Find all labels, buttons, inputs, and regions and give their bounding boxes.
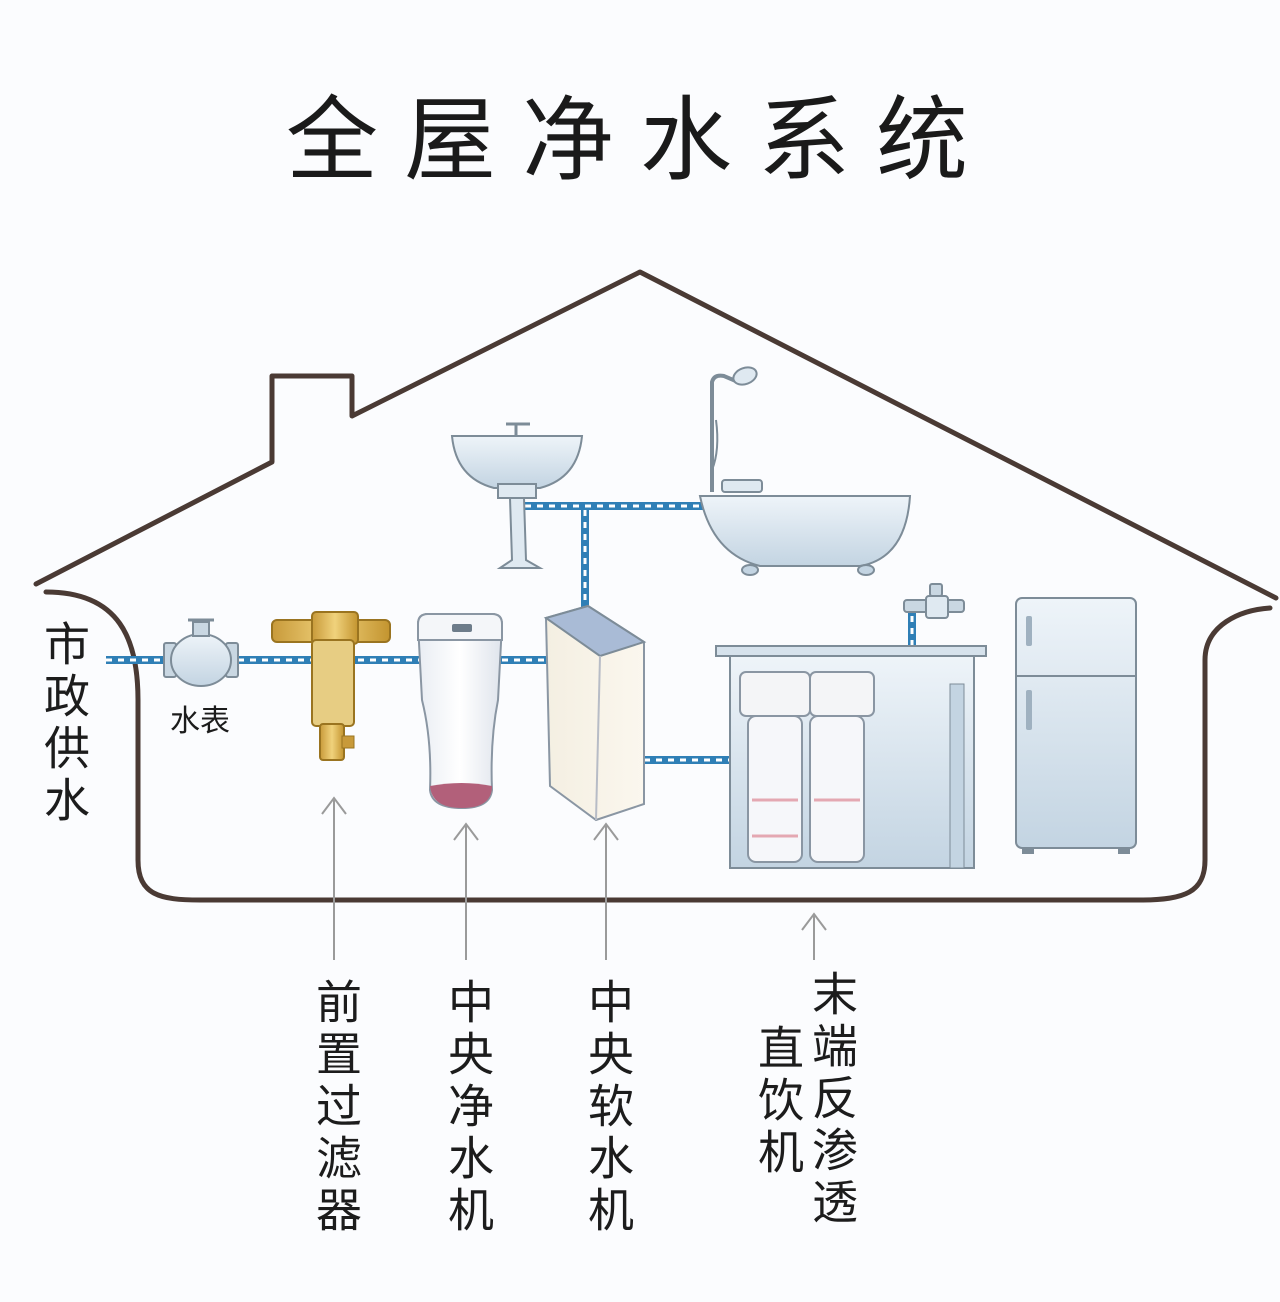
faucet-icon [903, 583, 965, 619]
label-ro-end: 末端反渗透 [805, 970, 859, 1230]
label-pre-filter: 前置过滤器 [309, 978, 363, 1238]
sink-icon [450, 422, 584, 569]
shower-icon [710, 366, 758, 492]
label-direct-drink: 直饮机 [751, 1024, 805, 1180]
callout-arrows [321, 796, 827, 960]
page-title: 全屋净水系统 [285, 87, 994, 194]
central-softener-icon [543, 604, 647, 822]
label-water-meter: 水表 [170, 704, 230, 739]
pre-filter-icon [271, 611, 391, 761]
house-outline [33, 269, 1279, 601]
water-meter-icon [163, 618, 239, 687]
label-central-purifier: 中央净水机 [441, 978, 495, 1238]
label-central-softener: 中央软水机 [581, 978, 635, 1238]
central-purifier-icon [416, 613, 504, 810]
label-municipal-supply: 市政供水 [37, 620, 91, 828]
bathtub-icon [698, 479, 912, 576]
refrigerator-icon [1015, 597, 1137, 854]
ro-filter-icon [739, 671, 875, 863]
house-floor [43, 589, 1273, 903]
